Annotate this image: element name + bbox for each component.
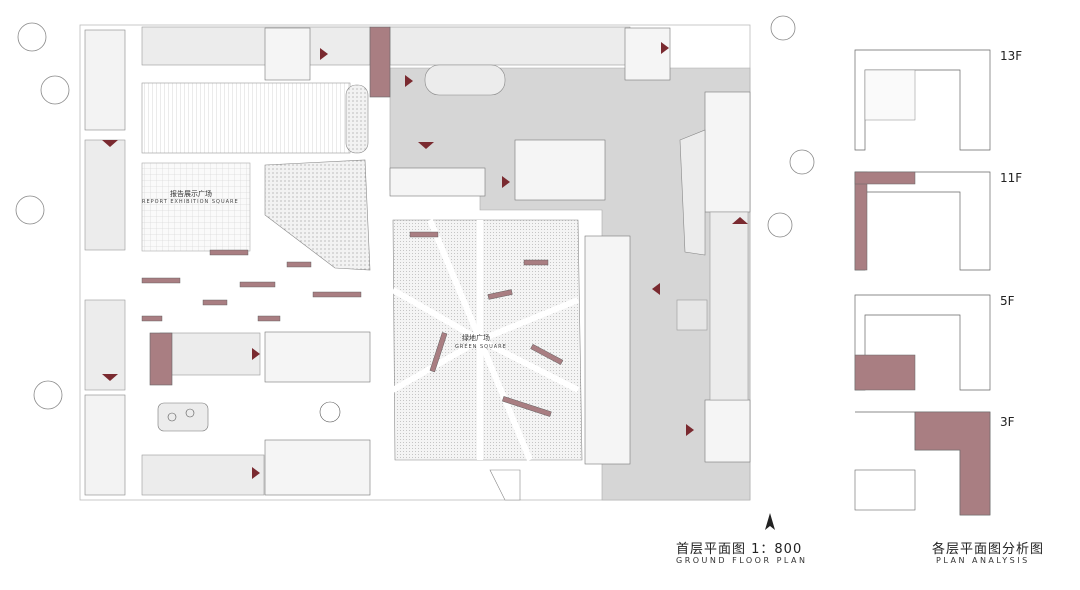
landscape-patch-2: [345, 84, 369, 154]
ground-floor-caption: 首层平面图 1：800: [676, 542, 803, 557]
core-highlight-south: [149, 332, 173, 386]
north-wing-west: [141, 26, 371, 66]
floor-plan-3f: [854, 411, 991, 516]
dorm-block-s1: [264, 331, 371, 383]
green-bench-2: [523, 259, 549, 266]
dorm-block-c2: [514, 139, 606, 201]
north-wing-east: [389, 26, 631, 66]
entrance-triangle-icon: [418, 142, 434, 149]
ground-floor-caption-en: GROUND FLOOR PLAN: [676, 556, 808, 565]
exhibition-square-label-en: REPORT EXHIBITION SQUARE: [142, 199, 239, 205]
analysis-caption-en: PLAN ANALYSIS: [936, 556, 1030, 565]
west-dorm-block-1: [84, 29, 126, 131]
bench-2: [141, 277, 181, 284]
tree-circle-icon: [15, 195, 45, 225]
east-garden: [679, 129, 706, 256]
floor-label-11f: 11F: [1000, 171, 1023, 185]
entrance-triangle-icon: [652, 283, 660, 295]
entrance-triangle-icon: [405, 75, 413, 87]
south-stair: [489, 469, 521, 501]
landscape-patch-1: [264, 159, 371, 271]
exhibition-hall-roof: [141, 82, 351, 154]
entrance-triangle-icon: [252, 348, 260, 360]
bench-7: [257, 315, 281, 322]
green-square-label: 绿地广场: [462, 334, 490, 342]
tree-circle-icon: [789, 149, 815, 175]
tree-circle-icon: [17, 22, 47, 52]
green-square-paths: [391, 218, 580, 462]
east-corridor: [709, 211, 749, 401]
exhibition-grid-paving: [141, 162, 251, 252]
dorm-block-e3: [704, 399, 751, 463]
floor-label-13f: 13F: [1000, 49, 1023, 63]
entrance-triangle-icon: [252, 467, 260, 479]
tree-circle-icon: [770, 15, 796, 41]
east-pavilion: [676, 299, 708, 331]
entrance-triangle-icon: [732, 217, 748, 224]
dorm-block-e2: [584, 235, 631, 465]
entrance-triangle-icon: [102, 140, 118, 147]
green-bench-5: [530, 343, 564, 365]
tree-circle-icon: [167, 412, 177, 422]
bench-6: [202, 299, 228, 306]
pavilion-ring: [157, 402, 209, 432]
tree-circle-icon: [767, 212, 793, 238]
green-bench-4: [429, 332, 448, 373]
bench-3: [239, 281, 276, 288]
exhibition-square-label: 报告展示广场: [170, 190, 212, 198]
floor-plan-11f: [854, 171, 991, 271]
entrance-triangle-icon: [686, 424, 694, 436]
bench-4: [286, 261, 312, 268]
dorm-block-s2: [264, 439, 371, 496]
entrance-triangle-icon: [102, 374, 118, 381]
bench-5: [312, 291, 362, 298]
green-bench-3: [487, 289, 513, 300]
dorm-block-n2: [624, 27, 671, 81]
core-highlight-north: [369, 26, 391, 98]
floor-plan-13f: [854, 49, 991, 151]
green-bench-1: [409, 231, 439, 238]
floor-label-5f: 5F: [1000, 294, 1015, 308]
tree-circle-icon: [33, 380, 63, 410]
dorm-block-c1: [389, 167, 486, 197]
dorm-block-n1: [264, 27, 311, 81]
mid-wing: [159, 332, 261, 376]
bench-1: [209, 249, 249, 256]
tree-circle-icon: [40, 75, 70, 105]
floor-plan-5f: [854, 294, 991, 391]
floor-label-3f: 3F: [1000, 415, 1015, 429]
west-corridor: [84, 139, 126, 251]
north-arrow-icon: [765, 513, 775, 530]
west-dorm-block-2: [84, 394, 126, 496]
north-garden: [424, 64, 506, 96]
green-bench-6: [502, 396, 552, 417]
bench-8: [141, 315, 163, 322]
tree-circle-icon: [185, 408, 195, 418]
analysis-caption: 各层平面图分析图: [932, 542, 1045, 557]
entrance-triangle-icon: [661, 42, 669, 54]
green-square-label-en: GREEN SQUARE: [455, 344, 507, 350]
entrance-triangle-icon: [502, 176, 510, 188]
south-wing: [141, 454, 265, 496]
amphitheater: [319, 401, 341, 423]
dorm-block-e1: [704, 91, 751, 213]
entrance-triangle-icon: [320, 48, 328, 60]
